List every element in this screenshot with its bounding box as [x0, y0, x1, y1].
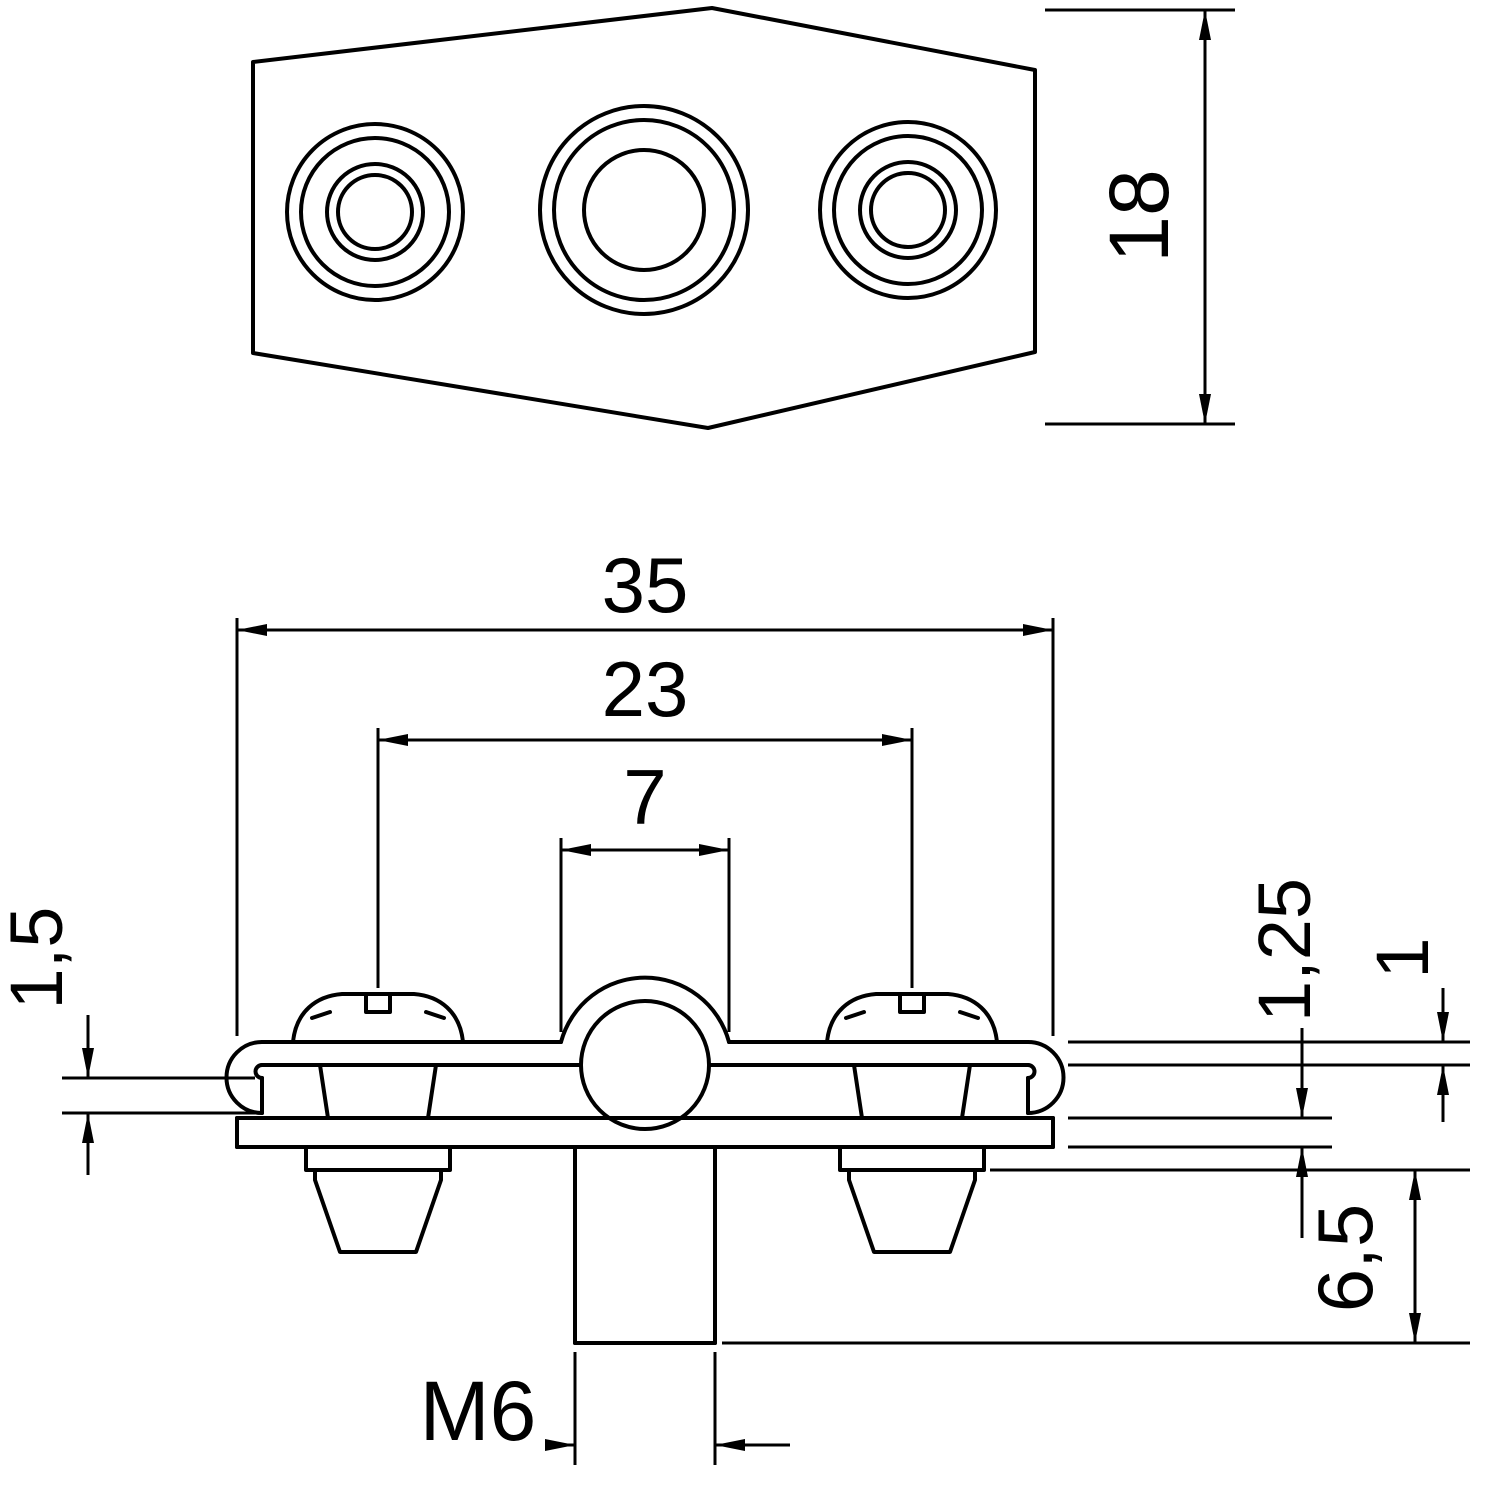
dim-35: 35	[235, 541, 1055, 1036]
top-view-center-hole	[538, 104, 750, 316]
top-view-left-screw	[285, 122, 465, 302]
dim-18: 18	[1045, 8, 1235, 426]
dim-6-5: 6,5	[722, 1168, 1470, 1345]
left-screw-slot-right	[424, 1010, 446, 1020]
strip-left-curl-inner	[253, 1063, 264, 1080]
left-screw-head-circle	[299, 136, 451, 288]
right-screw-slot-right	[958, 1010, 980, 1020]
left-screw-outer-circle	[285, 122, 465, 302]
dim-7-label: 7	[623, 753, 666, 841]
base-plate	[235, 1116, 1055, 1149]
strip-right-curl-inner	[1026, 1063, 1037, 1080]
dim-23-label: 23	[602, 645, 689, 733]
right-screw-mid-circle	[858, 160, 958, 260]
left-screw-recess	[364, 992, 392, 1014]
dim-6-5-label: 6,5	[1301, 1204, 1389, 1312]
dim-m6: M6	[420, 1352, 790, 1465]
dim-7: 7	[559, 753, 731, 1032]
left-screw-head	[291, 992, 465, 1044]
left-screw-washer	[304, 1145, 452, 1172]
right-screw-shank-right	[960, 1063, 972, 1120]
dim-1-5: 1,5	[0, 907, 255, 1175]
right-screw-head	[825, 992, 999, 1044]
right-screw-front	[825, 992, 999, 1254]
dim-1-25: 1,25	[1068, 878, 1332, 1238]
threaded-stud	[573, 1145, 717, 1345]
left-screw-nut-cone	[313, 1168, 443, 1254]
dim-1-25-label: 1,25	[1243, 878, 1326, 1022]
strip-right-curl-outer	[1026, 1040, 1066, 1115]
left-screw-shank-right	[426, 1063, 438, 1120]
center-dome-outer-circle	[538, 104, 750, 316]
right-screw-recess	[898, 992, 926, 1014]
center-hole-circle	[582, 148, 706, 272]
center-dome-inner-circle	[552, 118, 736, 302]
dim-18-label: 18	[1092, 169, 1186, 262]
front-view	[224, 975, 1066, 1345]
left-screw-slot-left	[310, 1010, 332, 1020]
right-screw-shank-left	[852, 1063, 864, 1120]
left-screw-mid-circle	[325, 162, 425, 262]
right-screw-slot-left	[844, 1010, 866, 1020]
left-screw-front	[291, 992, 465, 1254]
right-screw-washer	[838, 1145, 986, 1172]
dome-outer-arc	[559, 975, 731, 1044]
clamp-strip	[224, 975, 1066, 1131]
dim-35-label: 35	[602, 541, 689, 629]
left-screw-shank-left	[318, 1063, 330, 1120]
dim-1-label: 1	[1361, 937, 1444, 978]
top-view-right-screw	[818, 120, 998, 300]
top-view	[251, 6, 1037, 430]
clamped-rod-circle	[579, 999, 711, 1131]
dim-1: 1	[1068, 937, 1470, 1122]
dim-1-5-label: 1,5	[0, 907, 78, 1010]
right-screw-recess-circle	[869, 171, 947, 249]
right-screw-outer-circle	[818, 120, 998, 300]
dim-m6-label: M6	[420, 1364, 537, 1458]
dim-23: 23	[376, 645, 914, 988]
left-screw-recess-circle	[336, 173, 414, 251]
top-view-plate-outline	[251, 6, 1037, 430]
right-screw-nut-cone	[847, 1168, 977, 1254]
right-screw-head-circle	[832, 134, 984, 286]
